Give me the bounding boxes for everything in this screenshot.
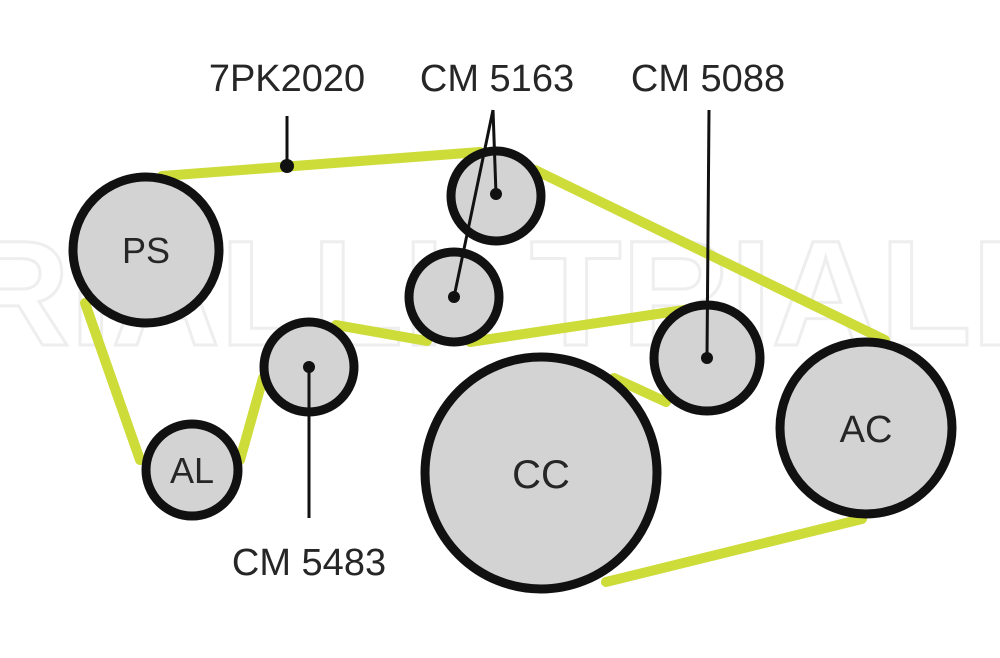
label-cm5088: CM 5088 [631,58,785,100]
pulley-label-ac: AC [840,409,893,451]
belt-segment-5088-idler-mid [465,302,709,347]
pulley-label-cc: CC [512,453,570,497]
leader-cm5088 [705,109,711,359]
belt-7pk2020 [80,147,890,587]
pulley-ac: AC [775,337,957,519]
belt-callout-dot [280,159,294,173]
label-cm5163: CM 5163 [420,58,574,100]
leader-cm5163-b [491,109,498,195]
belt-segment-idler-top-ac [530,165,890,345]
pulley-ps: PS [68,172,224,328]
pulley-label-al: AL [170,450,214,491]
belt-segment-ps-idler-top [157,147,485,181]
belt-segment-al-ps [80,298,145,465]
watermark-left: TRIALLI [0,209,445,377]
label-cm5483: CM 5483 [232,542,386,584]
watermark-right: TRIALLI [530,209,1000,377]
pulley-label-ps: PS [122,230,170,271]
belt-segment-5483-al [235,373,268,465]
pulley-cc: CC [420,352,662,594]
label-belt-part-number: 7PK2020 [209,58,365,100]
belt-segment-idler-mid-5483 [331,320,432,346]
belt-segment-ac-cc [601,514,867,587]
pulley-al: AL [141,419,243,521]
leader-cm5163-a [452,109,495,298]
belt-segment-cc-5088 [609,373,671,407]
